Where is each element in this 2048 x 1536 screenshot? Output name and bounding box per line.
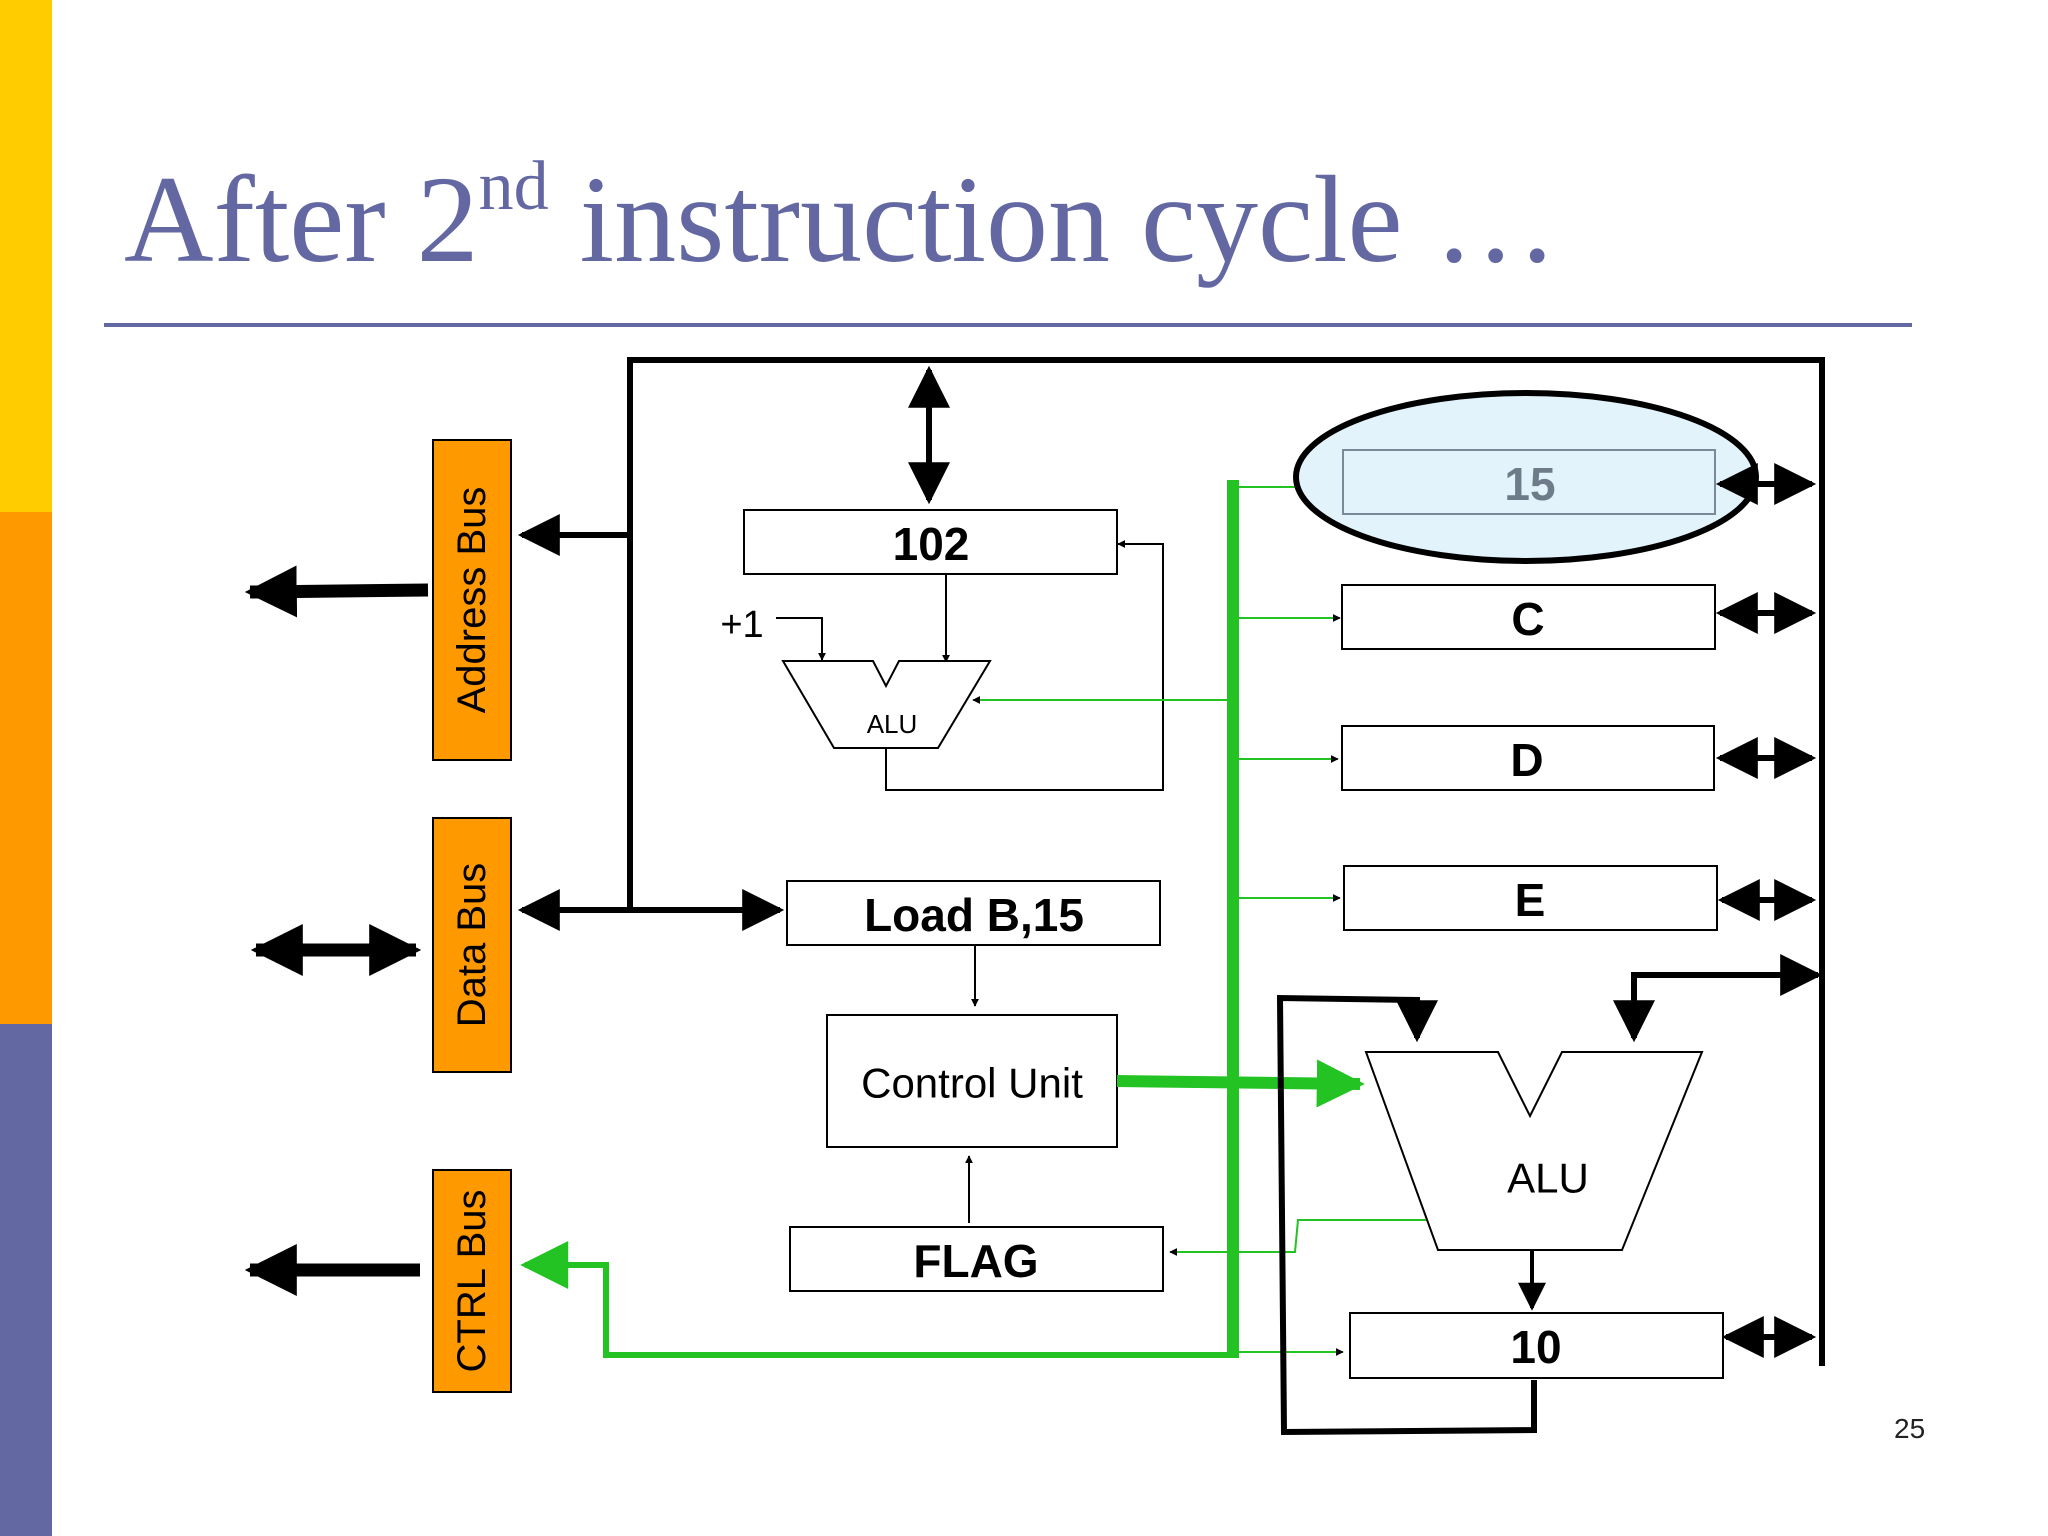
title-rule	[104, 323, 1912, 327]
program-counter-value: 102	[893, 518, 970, 570]
alu-to-flag-signal	[1169, 1219, 1430, 1256]
title-rest: instruction cycle …	[548, 151, 1558, 288]
title-superscript: nd	[478, 148, 549, 225]
slide-title: After 2nd instruction cycle …	[124, 152, 1558, 282]
control-unit-label: Control Unit	[861, 1060, 1083, 1107]
register-b-value: 15	[1504, 458, 1555, 510]
address-bus-out-arrow	[244, 565, 429, 618]
pc-feedback-line	[885, 540, 1164, 791]
instruction-register: Load B,15	[786, 880, 1161, 946]
control-signal-bus	[520, 480, 1430, 1358]
register-bus-arrows	[1613, 463, 1823, 1358]
instruction-register-value: Load B,15	[864, 889, 1084, 941]
main-alu-label: ALU	[1507, 1155, 1589, 1202]
slide-number: 25	[1894, 1413, 1926, 1444]
register-b: 15	[1342, 449, 1716, 515]
control-bus-box: CTRL Bus	[432, 1169, 512, 1393]
accumulator: 10	[1349, 1312, 1724, 1379]
small-alu: ALU	[781, 660, 992, 749]
register-e-value: E	[1515, 874, 1546, 926]
internal-bus-line	[627, 357, 1825, 1366]
increment-arrow	[776, 617, 826, 661]
register-c-value: C	[1511, 593, 1544, 645]
data-bus-box: Data Bus	[432, 817, 512, 1073]
internal-bus	[517, 357, 1825, 1366]
control-bus-label: CTRL Bus	[450, 1189, 494, 1372]
flag-register-label: FLAG	[913, 1235, 1038, 1287]
title-main: After 2	[124, 151, 479, 288]
address-bus-box: Address Bus	[432, 439, 512, 761]
small-alu-label: ALU	[867, 709, 918, 739]
program-counter-loop	[776, 540, 1164, 791]
increment-label: +1	[720, 604, 763, 646]
control-unit: Control Unit	[826, 1014, 1118, 1148]
address-bus-label: Address Bus	[450, 487, 494, 714]
flag-register: FLAG	[789, 1226, 1164, 1292]
stripe-orange	[0, 512, 52, 1024]
register-c: C	[1341, 584, 1716, 650]
register-d-value: D	[1510, 734, 1543, 786]
data-bus-label: Data Bus	[450, 863, 494, 1028]
accumulator-value: 10	[1510, 1321, 1561, 1373]
external-bus-arrows	[244, 565, 429, 1296]
control-bus-return	[520, 1241, 1233, 1358]
register-e: E	[1343, 865, 1718, 931]
stripe-yellow	[0, 0, 52, 512]
main-alu: ALU	[1364, 1051, 1704, 1251]
accumulator-loop	[1276, 994, 1546, 1436]
accumulator-feedback-line	[1276, 994, 1537, 1436]
program-counter: 102	[743, 509, 1118, 575]
stripe-purple	[0, 1024, 52, 1536]
bus-to-alu-arrow	[1613, 972, 1812, 1043]
register-d: D	[1341, 725, 1715, 791]
control-unit-to-alu-arrow	[1116, 1059, 1365, 1108]
